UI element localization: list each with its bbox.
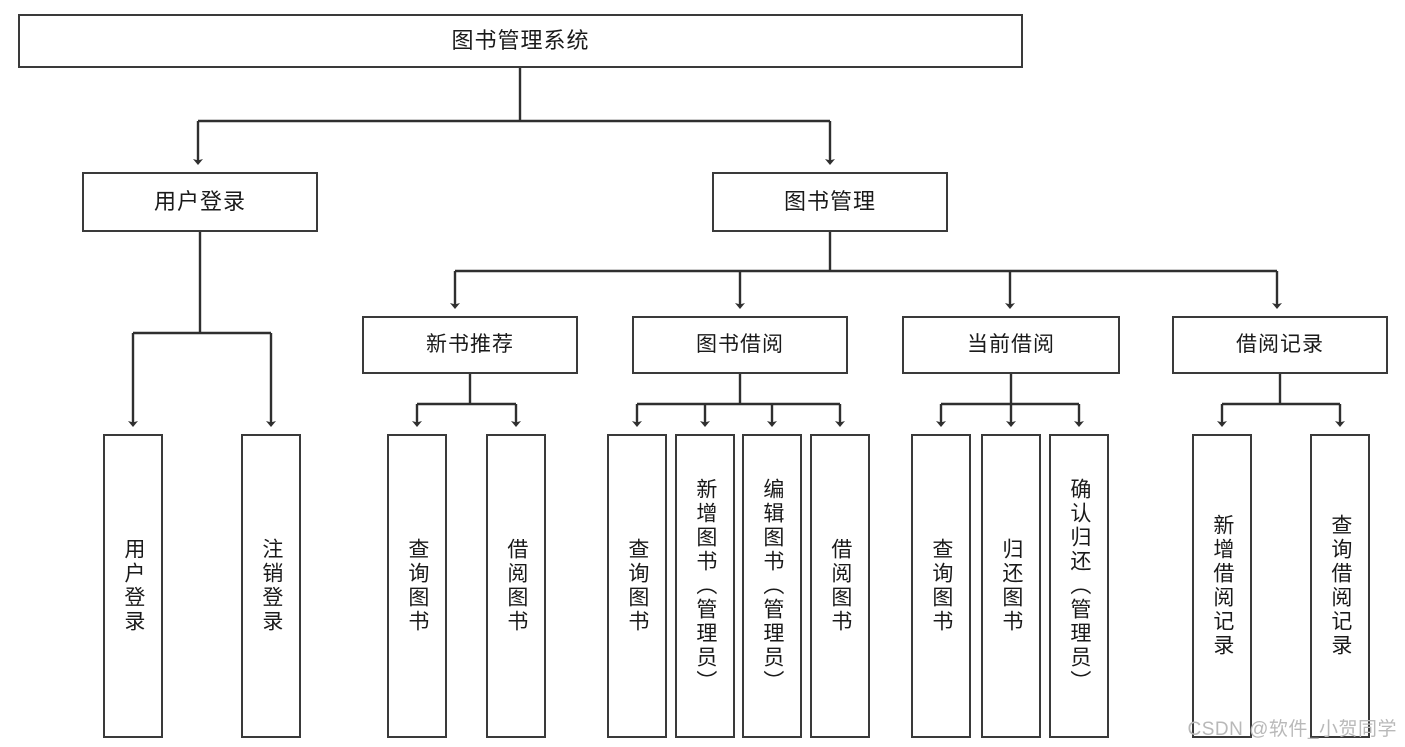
node-leaf-user-login[interactable]: 用户登录	[103, 434, 163, 738]
node-label: 借阅图书	[828, 538, 852, 634]
node-leaf-edit-book[interactable]: 编辑图书（管理员）	[742, 434, 802, 738]
node-book-management[interactable]: 图书管理	[712, 172, 948, 232]
node-label: 图书管理系统	[451, 28, 590, 54]
node-leaf-borrow-book-2[interactable]: 借阅图书	[810, 434, 870, 738]
node-book-borrow[interactable]: 图书借阅	[632, 316, 848, 374]
node-user-login[interactable]: 用户登录	[82, 172, 318, 232]
node-label: 用户登录	[153, 189, 246, 215]
node-label: 新增图书（管理员）	[693, 478, 717, 694]
node-leaf-borrow-book-1[interactable]: 借阅图书	[486, 434, 546, 738]
node-new-book-recommend[interactable]: 新书推荐	[362, 316, 578, 374]
node-label: 借阅记录	[1236, 332, 1324, 356]
csdn-watermark: CSDN @软件_小贺同学	[1187, 719, 1397, 740]
node-leaf-return-book[interactable]: 归还图书	[981, 434, 1041, 738]
node-leaf-add-record[interactable]: 新增借阅记录	[1192, 434, 1252, 738]
node-label: 注销登录	[259, 538, 283, 634]
node-label: 编辑图书（管理员）	[760, 478, 784, 694]
node-label: 查询图书	[625, 538, 649, 634]
node-label: 当前借阅	[967, 332, 1055, 356]
node-label: 图书管理	[783, 189, 876, 215]
node-leaf-confirm-return[interactable]: 确认归还（管理员）	[1049, 434, 1109, 738]
node-leaf-query-record[interactable]: 查询借阅记录	[1310, 434, 1370, 738]
node-label: 新书推荐	[426, 332, 514, 356]
node-label: 查询图书	[929, 538, 953, 634]
node-current-borrow[interactable]: 当前借阅	[902, 316, 1120, 374]
node-label: 借阅图书	[504, 538, 528, 634]
node-leaf-query-book-2[interactable]: 查询图书	[607, 434, 667, 738]
node-label: 确认归还（管理员）	[1067, 478, 1091, 694]
node-label: 归还图书	[999, 538, 1023, 634]
node-leaf-query-book-1[interactable]: 查询图书	[387, 434, 447, 738]
node-label: 新增借阅记录	[1210, 514, 1234, 658]
node-label: 用户登录	[121, 538, 145, 634]
node-borrow-record[interactable]: 借阅记录	[1172, 316, 1388, 374]
node-root-system[interactable]: 图书管理系统	[18, 14, 1023, 68]
node-leaf-query-book-3[interactable]: 查询图书	[911, 434, 971, 738]
node-label: 查询图书	[405, 538, 429, 634]
node-label: 图书借阅	[696, 332, 784, 356]
node-label: 查询借阅记录	[1328, 514, 1352, 658]
node-leaf-add-book[interactable]: 新增图书（管理员）	[675, 434, 735, 738]
node-leaf-logout-login[interactable]: 注销登录	[241, 434, 301, 738]
